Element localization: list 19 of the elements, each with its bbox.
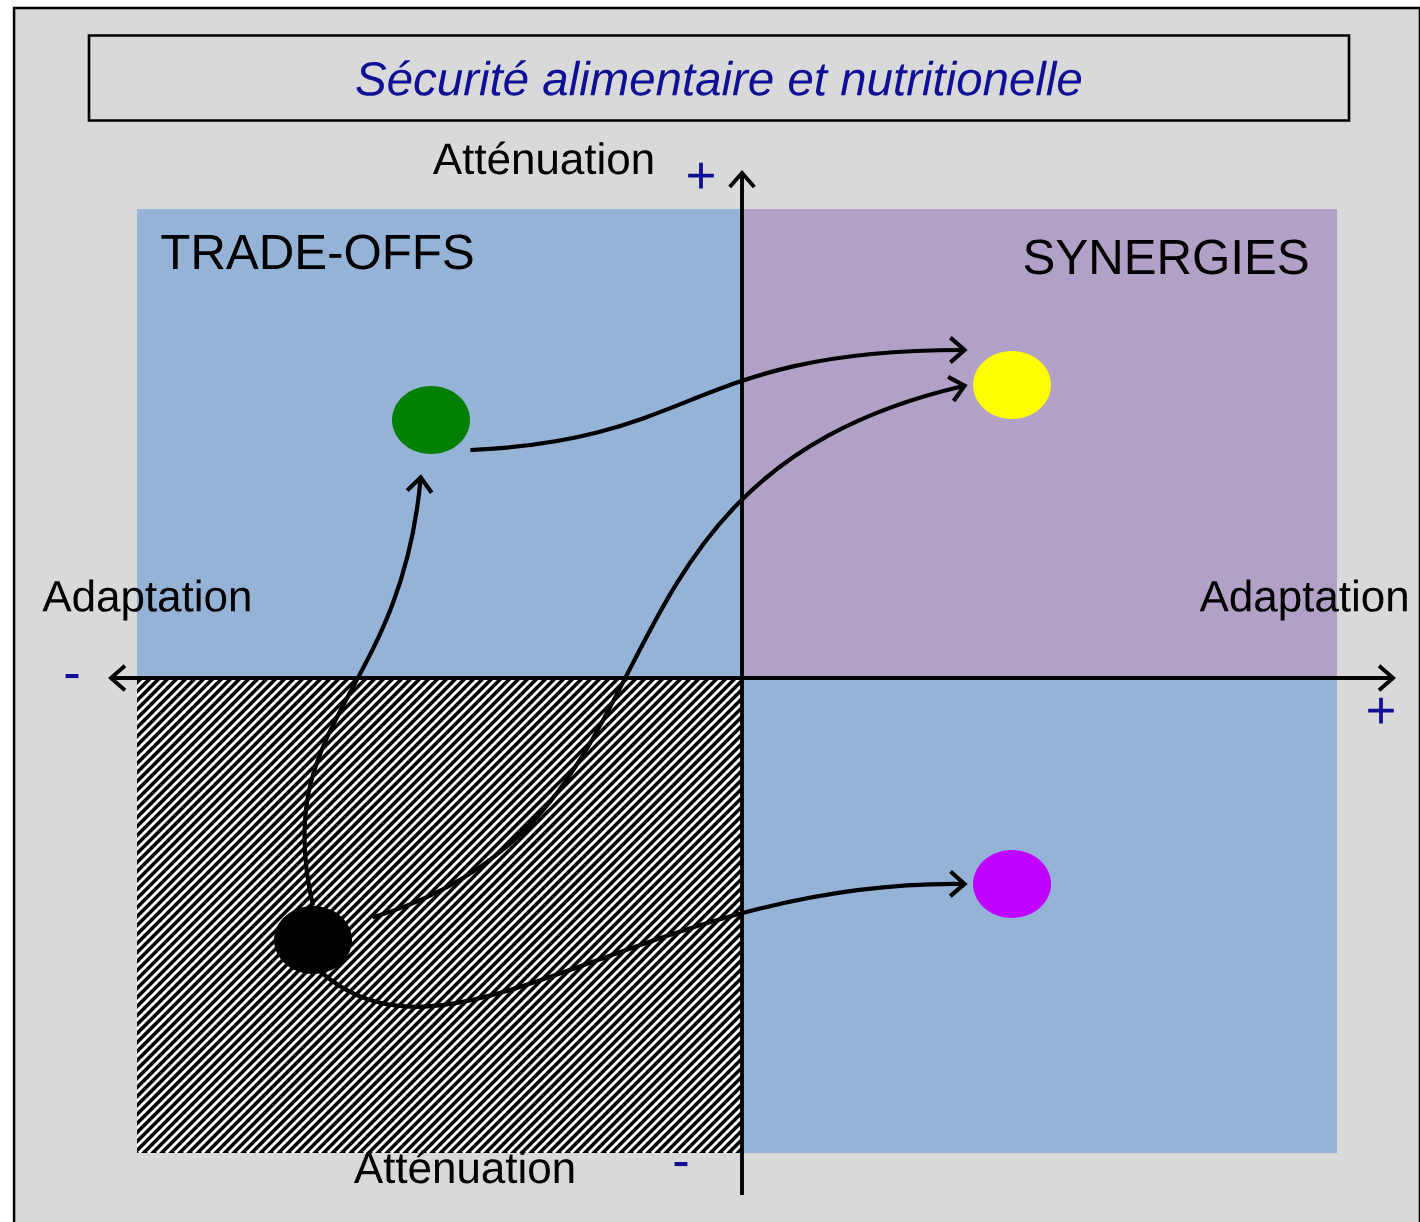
arrow xyxy=(371,375,968,920)
sign: + xyxy=(688,162,714,189)
axis-label: Adaptation xyxy=(1199,579,1407,621)
sign: + xyxy=(1368,697,1394,724)
axis-label: Adaptation xyxy=(42,579,250,621)
axis-label: Atténuation xyxy=(432,141,653,175)
arrow xyxy=(316,869,968,1009)
quadrant-label: TRADE-OFFS xyxy=(161,234,473,270)
axis-label: Atténuation xyxy=(353,1150,574,1184)
dot xyxy=(274,906,352,974)
quadrant-label: SYNERGIES xyxy=(1024,239,1308,275)
arrow xyxy=(302,474,434,906)
sign: - xyxy=(65,674,79,679)
sign: - xyxy=(674,1162,688,1167)
title-box: Sécurité alimentaire et nutritionelle xyxy=(87,34,1351,122)
arrow xyxy=(470,336,968,453)
dot xyxy=(392,386,470,454)
dot xyxy=(973,351,1051,419)
dot xyxy=(973,850,1051,918)
